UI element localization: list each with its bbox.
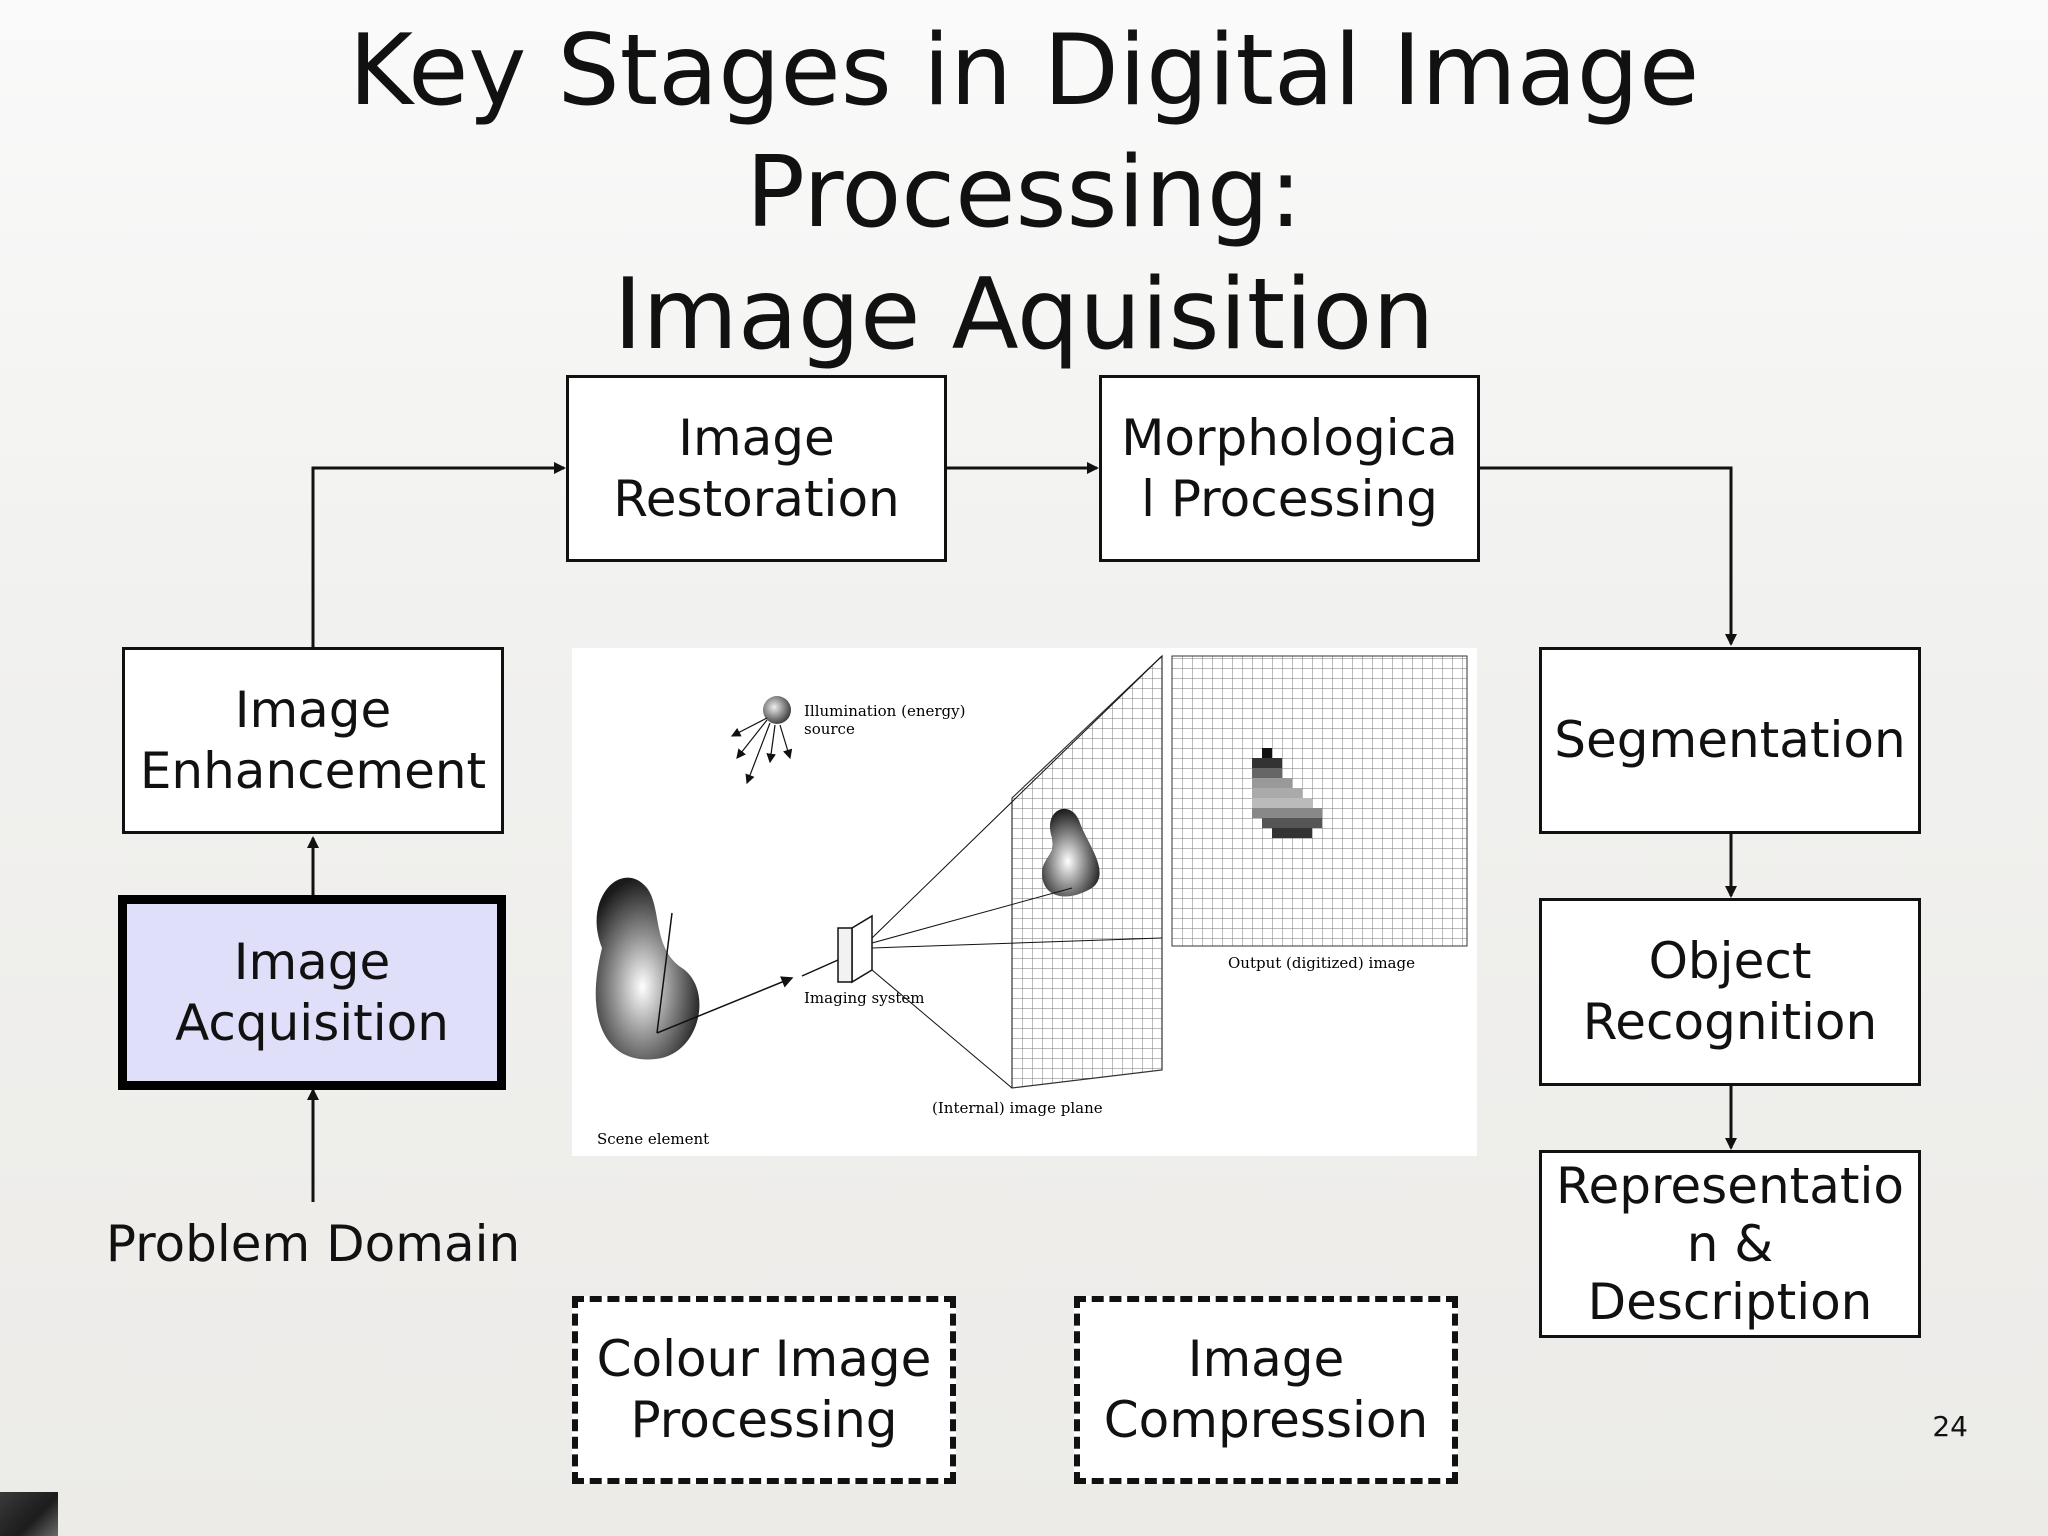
image-acquisition-label: Image Acquisition — [175, 932, 449, 1052]
image-acquisition-box[interactable]: Image Acquisition — [118, 895, 506, 1090]
morphological-processing-box[interactable]: Morphologica l Processing — [1099, 375, 1480, 562]
title-line-2: Processing: — [745, 136, 1303, 250]
scene-element-shape — [595, 877, 700, 1060]
object-recognition-box[interactable]: Object Recognition — [1539, 898, 1921, 1086]
acquisition-diagram: Illumination (energy) source Imaging sys… — [595, 654, 1468, 1148]
imaging-system-icon — [837, 927, 853, 983]
internal-plane-label: (Internal) image plane — [932, 1099, 1103, 1117]
image-enhancement-label: Image Enhancement — [139, 680, 487, 800]
output-image-label: Output (digitized) image — [1228, 954, 1415, 972]
illumination-label: Illumination (energy) — [804, 702, 965, 720]
title-line-3: Image Aquisition — [613, 258, 1435, 372]
digitized-object — [1252, 748, 1322, 838]
problem-domain-label: Problem Domain — [105, 1215, 521, 1273]
image-enhancement-box[interactable]: Image Enhancement — [122, 647, 504, 834]
page-title: Key Stages in Digital Image Processing: … — [0, 10, 2048, 376]
segmentation-label: Segmentation — [1554, 711, 1906, 769]
illumination-label-2: source — [804, 720, 855, 738]
title-line-1: Key Stages in Digital Image — [348, 14, 1700, 128]
image-restoration-label: Image Restoration — [613, 408, 900, 528]
image-compression-label: Image Compression — [1103, 1330, 1429, 1449]
illumination-source-icon — [763, 696, 791, 724]
representation-description-label: Representatio n & Description — [1555, 1157, 1905, 1331]
acquisition-illustration: Illumination (energy) source Imaging sys… — [572, 648, 1477, 1156]
scene-element-label: Scene element — [597, 1130, 709, 1148]
logo-icon — [0, 1492, 58, 1536]
colour-image-processing-label: Colour Image Processing — [596, 1330, 932, 1449]
output-digitized-image — [1171, 655, 1468, 947]
image-restoration-box[interactable]: Image Restoration — [566, 375, 947, 562]
segmentation-box[interactable]: Segmentation — [1539, 647, 1921, 834]
colour-image-processing-box[interactable]: Colour Image Processing — [572, 1296, 956, 1484]
object-recognition-label: Object Recognition — [1582, 932, 1878, 1051]
morphological-processing-label: Morphologica l Processing — [1121, 408, 1458, 528]
imaging-system-label: Imaging system — [804, 989, 925, 1007]
page-number: 24 — [1932, 1410, 1968, 1443]
image-compression-box[interactable]: Image Compression — [1074, 1296, 1458, 1484]
representation-description-box[interactable]: Representatio n & Description — [1539, 1150, 1921, 1338]
